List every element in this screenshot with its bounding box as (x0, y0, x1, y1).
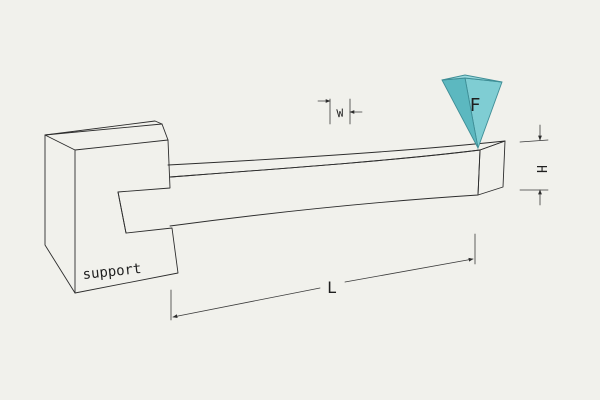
support-top-face (44, 120, 163, 136)
support-block (44, 120, 179, 294)
length-arrow-right (344, 257, 474, 283)
beam (167, 140, 506, 227)
length-arrow-left (172, 287, 321, 319)
height-label: H (533, 165, 548, 173)
width-label: W (336, 107, 345, 121)
support-label: support (82, 261, 142, 283)
beam-front-face (169, 149, 481, 227)
height-dimension: H (519, 124, 549, 206)
force-label: F (470, 95, 481, 116)
beam-end-face (477, 140, 506, 196)
height-extension-top (519, 139, 549, 143)
beam-top-face (167, 140, 506, 178)
force-block: F (441, 74, 503, 150)
width-dimension: W (317, 98, 363, 125)
force-top-face (441, 74, 503, 83)
length-dimension: L (170, 233, 476, 321)
length-label: L (327, 278, 337, 297)
support-slot-edges (44, 134, 169, 294)
